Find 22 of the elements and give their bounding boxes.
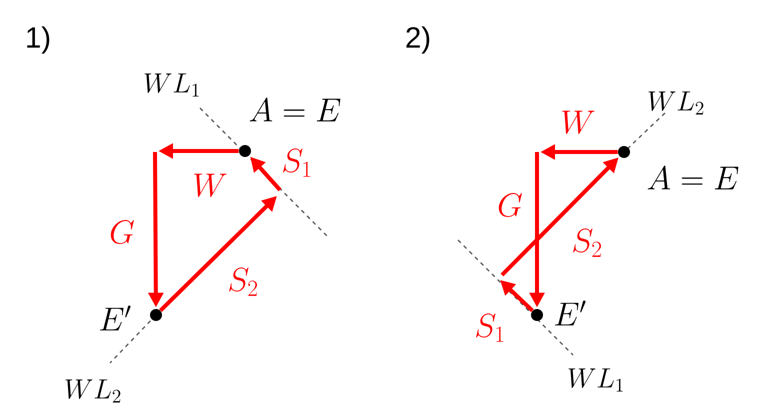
edge-label: $S_1$ [476,314,504,342]
panel-number: 1) [27,26,50,54]
line-label: $WL_2$ [66,380,120,403]
point-dot [531,309,543,321]
point-dot [618,146,630,158]
point-label: $A = E$ [648,166,738,190]
point-label: $E'$ [100,306,131,330]
edge-label: $G$ [498,192,522,218]
line-label: $WL_1$ [568,368,623,392]
point-label: $E'$ [555,300,586,326]
edge-label: $S_2$ [229,268,257,296]
line-label: $WL_2$ [648,92,704,115]
edge-label: $G$ [110,220,134,244]
line-label: $WL_1$ [144,74,199,97]
edge-label: $S_1$ [283,148,310,177]
panel-number: 2) [406,26,430,54]
point-label: $A = E$ [250,98,340,122]
point-dot [239,145,251,157]
edge-label: $W$ [562,110,594,134]
edge-label: $W$ [194,174,226,198]
edge-label: $S_2$ [573,228,601,257]
point-dot [150,309,162,321]
